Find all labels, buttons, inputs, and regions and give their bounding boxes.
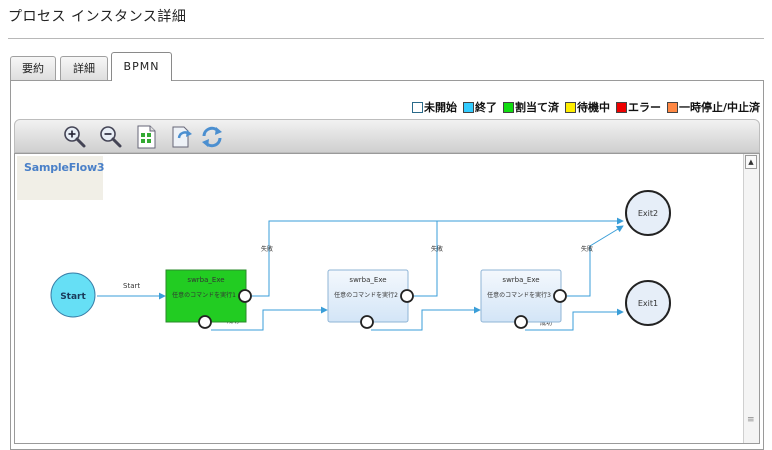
legend-label: 終了 [474, 101, 497, 114]
legend-swatch [564, 101, 576, 113]
legend-suspended: 一時停止/中止済 [666, 99, 760, 115]
task-fail-port [553, 289, 567, 303]
task-success-port [198, 315, 212, 329]
bpmn-diagram: Start 失敗 成功 失敗 成功 失敗 Start swrba_Exe 任意の… [50, 190, 671, 331]
scroll-up-arrow-icon[interactable]: ▲ [745, 155, 757, 169]
task-title: swrba_Exe [502, 276, 539, 284]
task-success-port [514, 315, 528, 329]
legend-label: エラー [627, 101, 661, 114]
legend-label: 割当て済 [514, 101, 559, 114]
edge-label-start: Start [123, 282, 140, 290]
legend-finished: 終了 [462, 99, 497, 115]
end-event-exit2[interactable]: Exit2 [625, 190, 671, 236]
zoom-in-icon[interactable] [61, 124, 87, 150]
fit-page-icon[interactable] [133, 124, 159, 150]
end-event-exit1[interactable]: Exit1 [625, 280, 671, 326]
task-fail-port [400, 289, 414, 303]
end-event-label: Exit1 [638, 299, 658, 308]
edge-label-fail-1: 失敗 [261, 245, 273, 253]
legend-waiting: 待機中 [564, 99, 610, 115]
start-event-label: Start [60, 292, 86, 302]
edge-task1-task2-success [211, 306, 328, 331]
task-title: swrba_Exe [187, 276, 224, 284]
task-node-2[interactable]: swrba_Exe 任意のコマンドを実行2 [327, 269, 414, 329]
end-event-label: Exit2 [638, 209, 658, 218]
zoom-out-icon[interactable] [97, 124, 123, 150]
flow-name-label: SampleFlow3 [17, 156, 105, 200]
edge-label-fail-3: 失敗 [581, 245, 593, 253]
task-node-3[interactable]: swrba_Exe 任意のコマンドを実行3 [480, 269, 567, 329]
task-success-port [360, 315, 374, 329]
legend-label: 未開始 [423, 101, 457, 114]
tab-bpmn[interactable]: BPMN [111, 52, 172, 81]
edge-task2-task3-success [371, 306, 481, 331]
title-divider [8, 38, 764, 39]
legend-not-started: 未開始 [411, 99, 457, 115]
tab-details[interactable]: 詳細 [60, 56, 108, 80]
refresh-icon[interactable] [199, 124, 225, 150]
status-legend: 未開始 終了 割当て済 待機中 エラー 一時停止/中止済 [406, 100, 760, 114]
task-title: swrba_Exe [349, 276, 386, 284]
legend-swatch [502, 101, 514, 113]
export-icon[interactable] [169, 124, 195, 150]
task-fail-port [238, 289, 252, 303]
legend-swatch [615, 101, 627, 113]
task-node-1[interactable]: swrba_Exe 任意のコマンドを実行1 [165, 269, 252, 329]
task-desc: 任意のコマンドを実行1 [172, 291, 236, 299]
start-event[interactable]: Start [50, 272, 96, 318]
task-desc: 任意のコマンドを実行3 [487, 291, 551, 299]
legend-swatch [411, 101, 423, 113]
edge-task1-exit2-fail [251, 217, 624, 297]
tab-summary[interactable]: 要約 [10, 56, 56, 80]
bpmn-canvas[interactable]: SampleFlow3 Start 失敗 成功 失敗 成功 失敗 [14, 153, 760, 444]
legend-assigned: 割当て済 [502, 99, 559, 115]
diagram-toolbar [14, 119, 760, 153]
legend-label: 一時停止/中止済 [678, 101, 760, 114]
legend-label: 待機中 [576, 101, 610, 114]
edge-task3-exit1-success [525, 308, 624, 331]
legend-error: エラー [615, 99, 661, 115]
scroll-grip-icon[interactable]: ≡ [747, 415, 755, 425]
task-desc: 任意のコマンドを実行2 [334, 291, 398, 299]
page-title: プロセス インスタンス詳細 [8, 9, 187, 25]
vertical-scrollbar[interactable]: ▲ ≡ [743, 154, 759, 443]
edge-label-success-2: 成功 [540, 319, 552, 327]
edge-task2-exit2-fail [413, 221, 438, 297]
legend-swatch [462, 101, 474, 113]
legend-swatch [666, 101, 678, 113]
edge-task3-exit2-fail [567, 225, 624, 297]
edge-label-fail-2: 失敗 [431, 245, 443, 253]
